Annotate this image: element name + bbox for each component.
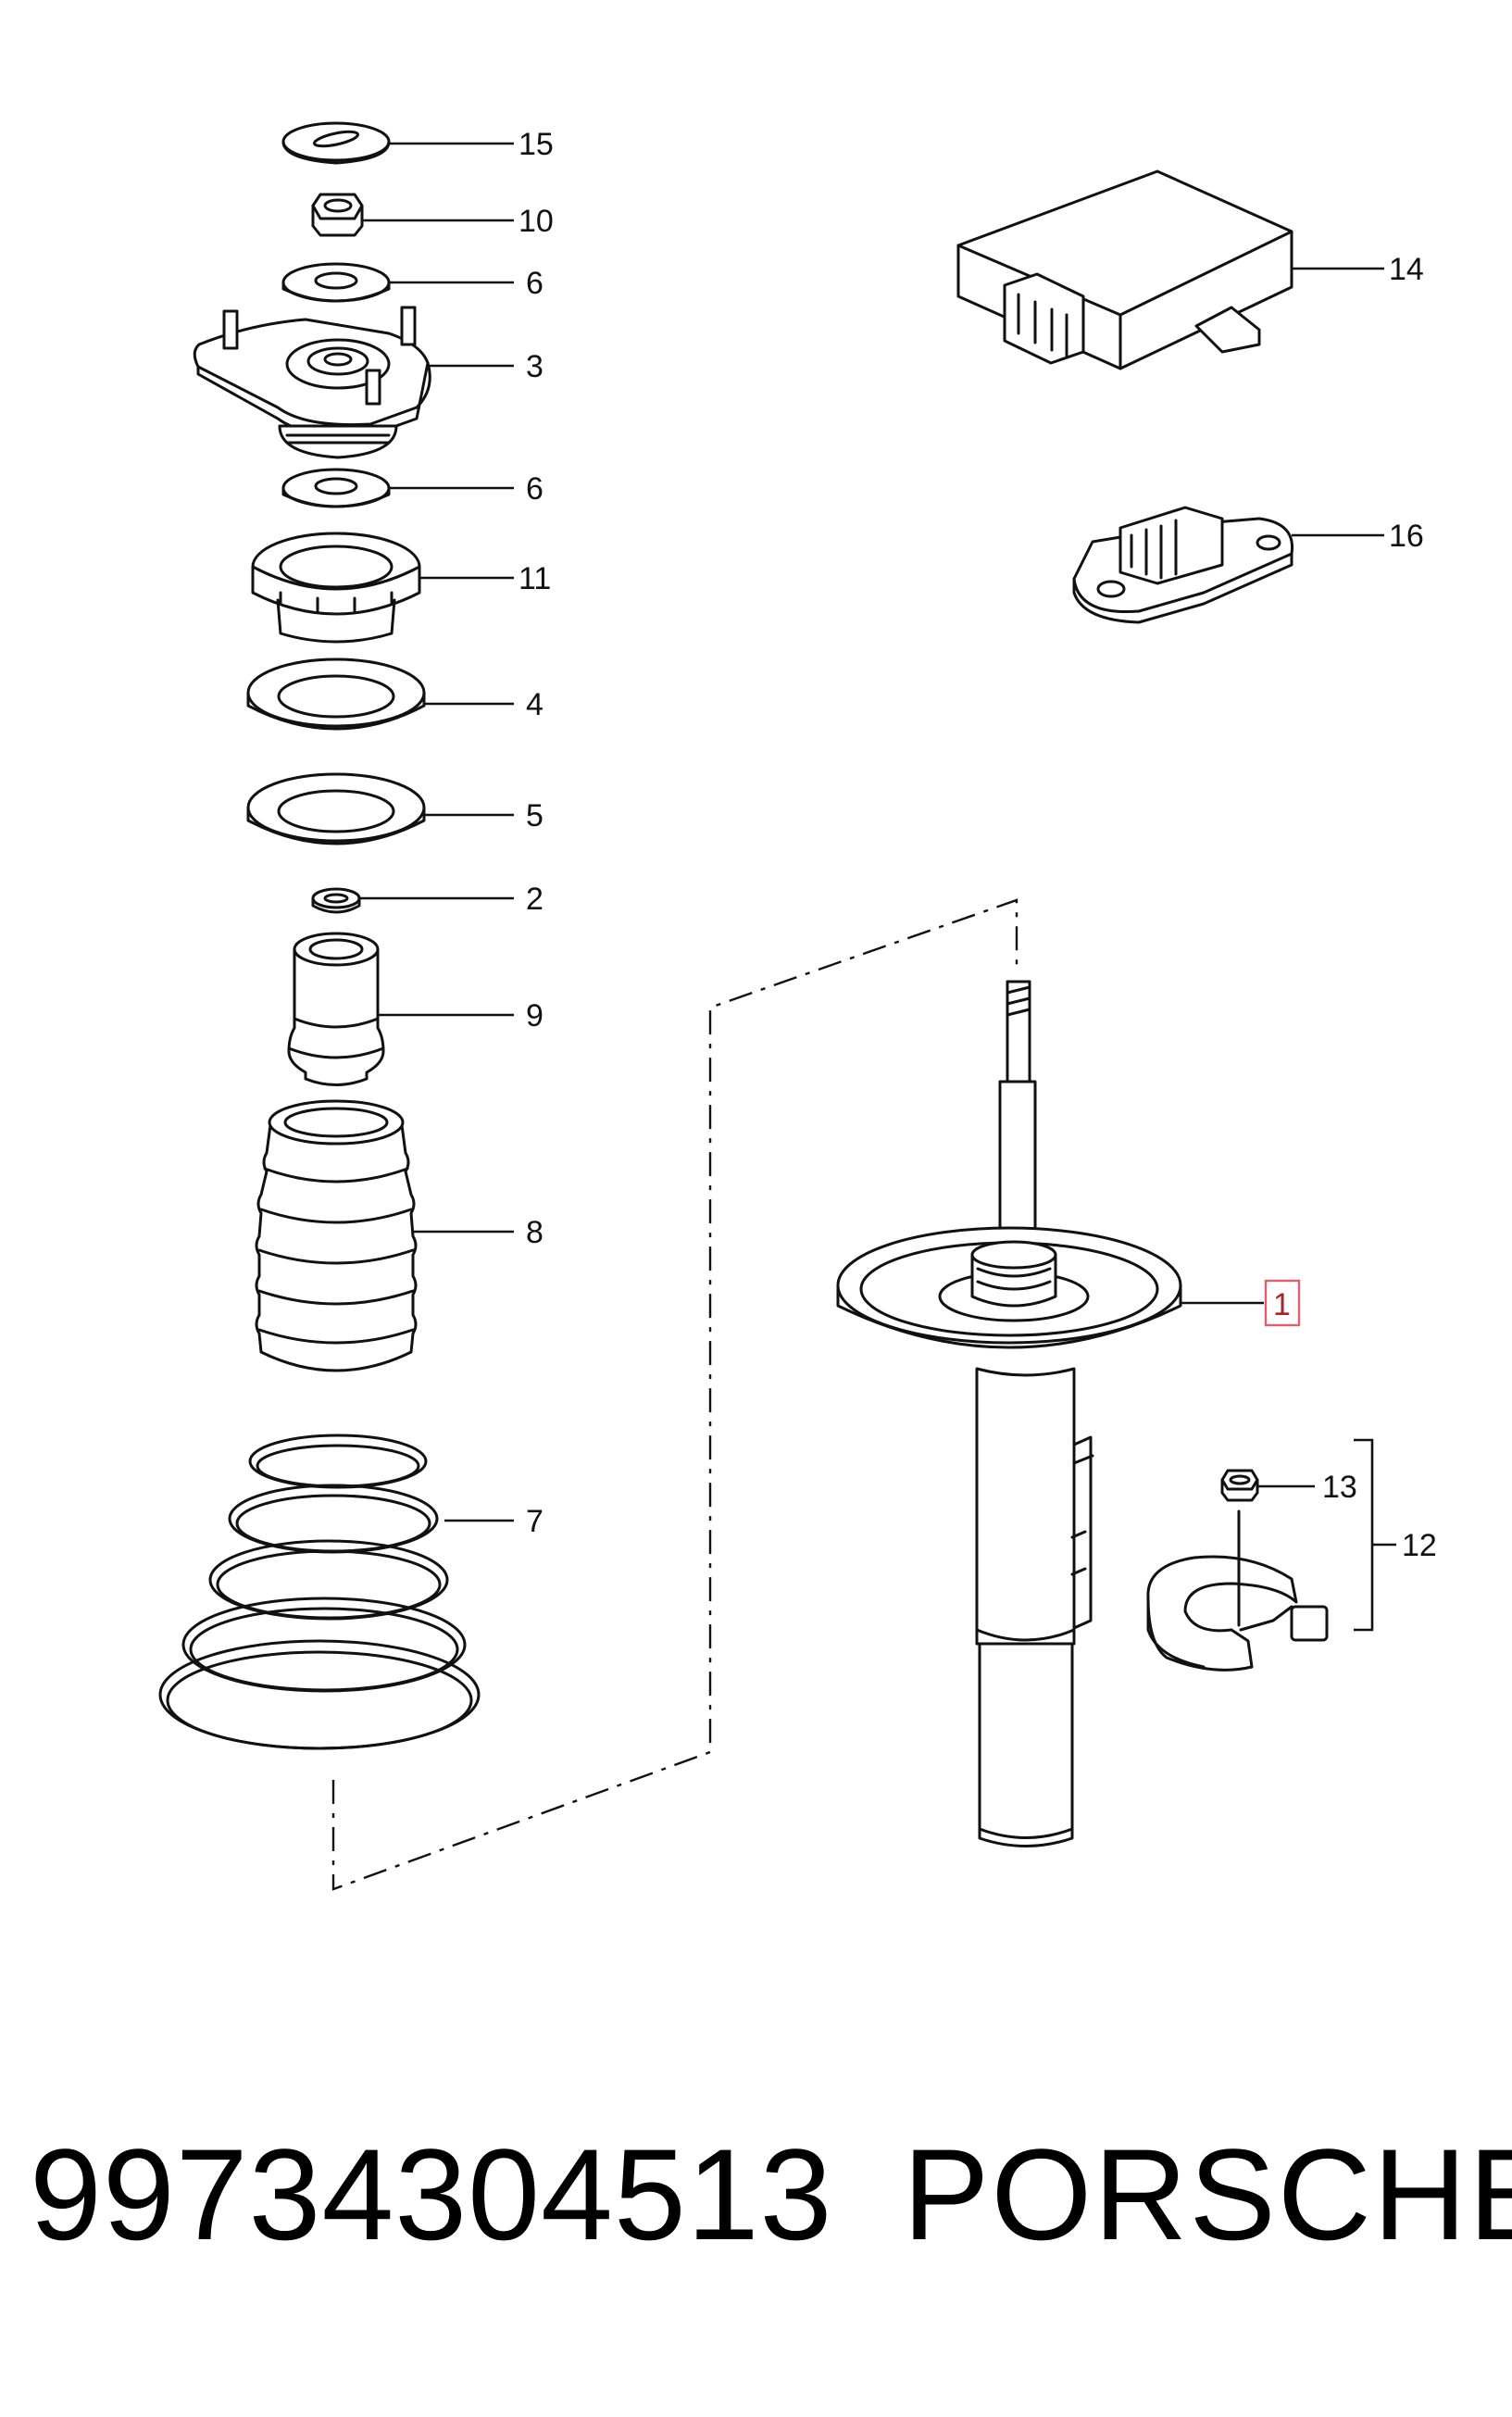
callout-8: 8	[526, 1215, 544, 1250]
callout-1: 1	[1273, 1287, 1291, 1322]
part-6-washer-lower	[281, 468, 391, 508]
part-5-spring-pad	[246, 772, 426, 845]
callout-4: 4	[526, 687, 544, 722]
part-16-mounting-bracket	[1072, 506, 1294, 624]
part-8-dust-boot	[255, 1099, 418, 1372]
callout-9: 9	[526, 998, 544, 1033]
callout-1-highlight-box	[1264, 1279, 1301, 1327]
callout-6-lower: 6	[526, 471, 544, 507]
callout-15: 15	[519, 127, 554, 162]
part-13-nut	[1220, 1469, 1259, 1502]
callout-12: 12	[1402, 1528, 1437, 1563]
part-number-text: 99734304513	[30, 2122, 833, 2267]
assembly-path-dashed	[331, 898, 1018, 1891]
callout-14: 14	[1389, 252, 1424, 287]
callout-2: 2	[526, 882, 544, 917]
callout-7: 7	[526, 1504, 544, 1539]
part-1-shock-absorber-strut	[836, 980, 1182, 1847]
footer-caption: 99734304513 PORSCHE	[0, 2121, 1512, 2269]
callout-10: 10	[519, 204, 554, 239]
part-15-dust-cap	[281, 121, 391, 165]
part-6-washer-upper	[281, 262, 391, 303]
callout-16: 16	[1389, 519, 1424, 554]
part-12-clamp	[1146, 1509, 1329, 1672]
part-11-upper-spring-seat	[251, 532, 421, 644]
part-3-strut-mount	[193, 306, 431, 459]
callout-3: 3	[526, 349, 544, 384]
part-2-ring	[311, 887, 361, 914]
callout-6-upper: 6	[526, 266, 544, 301]
callout-11: 11	[519, 561, 551, 596]
part-4-spring-pad	[246, 657, 426, 731]
leader-lines	[359, 142, 1396, 1632]
part-9-bump-stop	[287, 932, 385, 1086]
part-10-nut	[311, 193, 364, 237]
part-14-control-module	[956, 169, 1293, 370]
brand-text: PORSCHE	[903, 2122, 1512, 2267]
callout-13: 13	[1322, 1470, 1357, 1505]
callout-5: 5	[526, 798, 544, 833]
part-7-coil-spring	[158, 1434, 481, 1750]
